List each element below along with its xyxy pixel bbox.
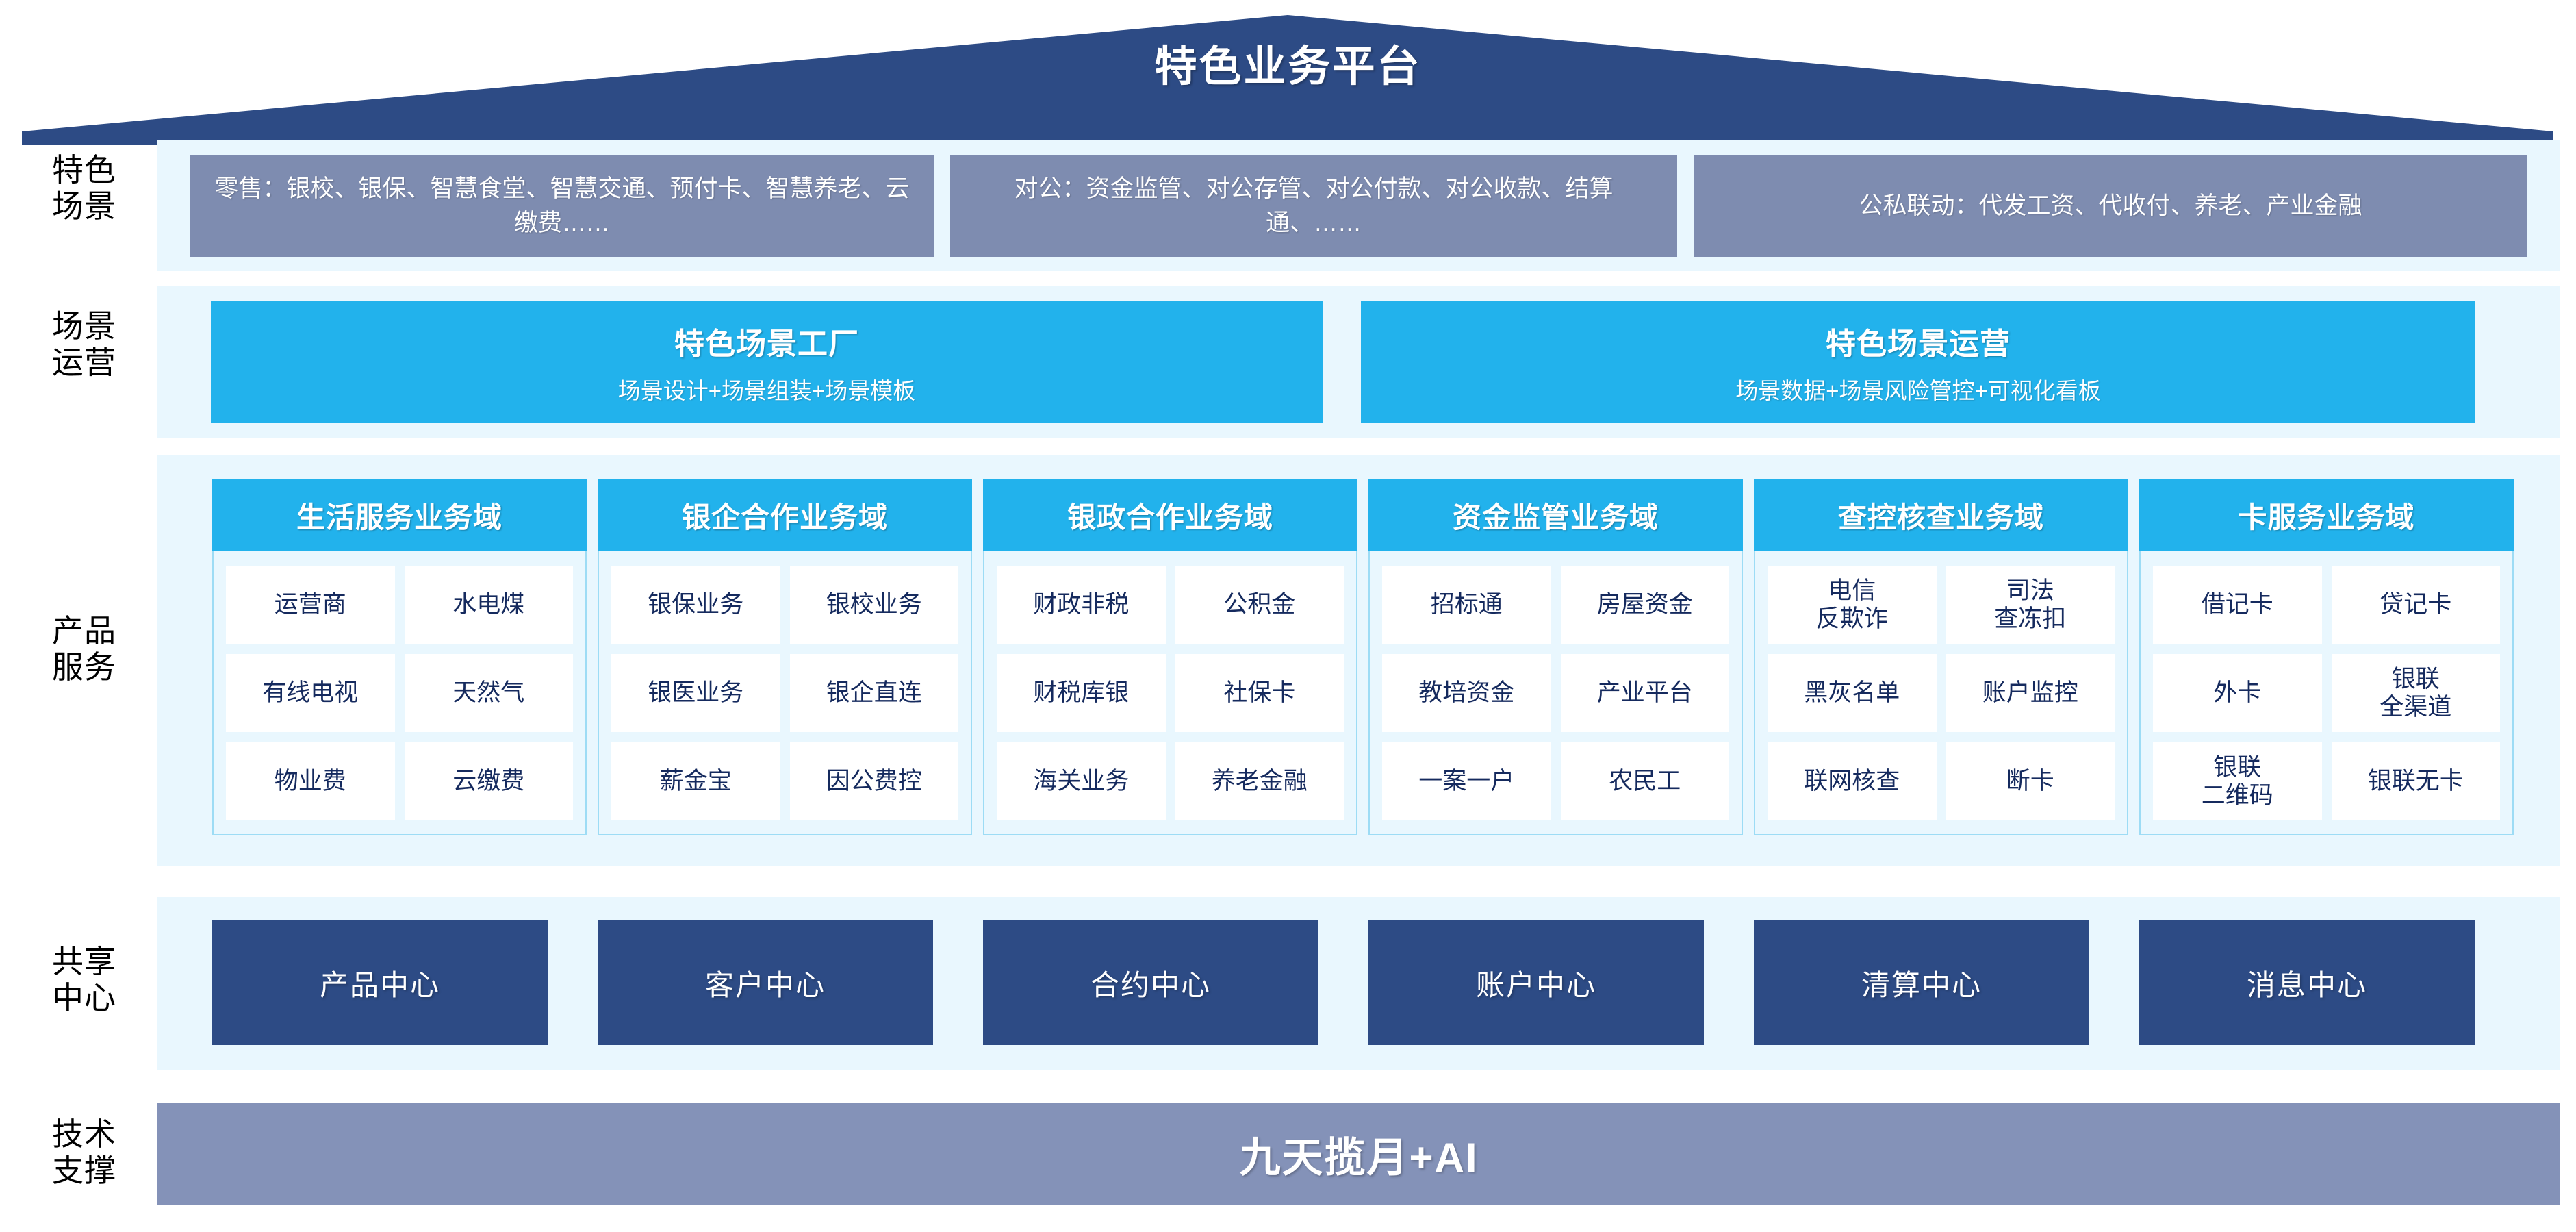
shared-center-contract[interactable]: 合约中心 <box>983 920 1318 1045</box>
operations-box-scene-operation[interactable]: 特色场景运营 场景数据+场景风险管控+可视化看板 <box>1361 301 2475 423</box>
product-cell[interactable]: 养老金融 <box>1175 742 1344 820</box>
domain-row: 银联 二维码 银联无卡 <box>2153 742 2500 820</box>
operations-box-scene-factory[interactable]: 特色场景工厂 场景设计+场景组装+场景模板 <box>211 301 1323 423</box>
product-cell[interactable]: 物业费 <box>226 742 395 820</box>
shared-centers-band: 产品中心 客户中心 合约中心 账户中心 清算中心 消息中心 <box>157 897 2560 1070</box>
domain-title: 生活服务业务域 <box>212 479 587 551</box>
domain-title: 银企合作业务域 <box>598 479 972 551</box>
product-cell[interactable]: 联网核查 <box>1768 742 1937 820</box>
domain-bank-enterprise[interactable]: 银企合作业务域 银保业务 银校业务 银医业务 银企直连 薪金宝 因公费控 <box>598 479 972 835</box>
product-cell[interactable]: 一案一户 <box>1382 742 1551 820</box>
product-cell[interactable]: 财税库银 <box>997 654 1166 732</box>
domain-row: 联网核查 断卡 <box>1768 742 2115 820</box>
scenario-box-corporate[interactable]: 对公：资金监管、对公存管、对公付款、对公收款、结算通、…… <box>950 155 1677 257</box>
domain-row: 招标通 房屋资金 <box>1382 566 1729 644</box>
product-cell[interactable]: 银保业务 <box>611 566 780 644</box>
domain-body: 电信 反欺诈 司法 查冻扣 黑灰名单 账户监控 联网核查 断卡 <box>1754 551 2128 835</box>
domain-row: 银医业务 银企直连 <box>611 654 958 732</box>
domain-body: 财政非税 公积金 财税库银 社保卡 海关业务 养老金融 <box>983 551 1357 835</box>
page-title: 特色业务平台 <box>1154 43 1422 90</box>
domain-row: 外卡 银联 全渠道 <box>2153 654 2500 732</box>
domain-body: 招标通 房屋资金 教培资金 产业平台 一案一户 农民工 <box>1368 551 1743 835</box>
operations-title: 特色场景工厂 <box>674 327 859 361</box>
domain-row: 借记卡 贷记卡 <box>2153 566 2500 644</box>
domain-card-services[interactable]: 卡服务业务域 借记卡 贷记卡 外卡 银联 全渠道 银联 二维码 银联无卡 <box>2139 479 2514 835</box>
domain-row: 一案一户 农民工 <box>1382 742 1729 820</box>
domain-body: 运营商 水电煤 有线电视 天然气 物业费 云缴费 <box>212 551 587 835</box>
product-cell[interactable]: 银医业务 <box>611 654 780 732</box>
product-cell[interactable]: 水电煤 <box>404 566 573 644</box>
domain-row: 黑灰名单 账户监控 <box>1768 654 2115 732</box>
operations-band: 特色场景工厂 场景设计+场景组装+场景模板 特色场景运营 场景数据+场景风险管控… <box>157 286 2560 438</box>
product-cell[interactable]: 教培资金 <box>1382 654 1551 732</box>
domain-row: 运营商 水电煤 <box>226 566 573 644</box>
row-label-tech-support: 技术 支撑 <box>52 1116 116 1189</box>
product-cell[interactable]: 农民工 <box>1560 742 1729 820</box>
product-cell[interactable]: 薪金宝 <box>611 742 780 820</box>
domain-row: 教培资金 产业平台 <box>1382 654 1729 732</box>
domain-row: 薪金宝 因公费控 <box>611 742 958 820</box>
domain-row: 有线电视 天然气 <box>226 654 573 732</box>
row-label-operations: 场景 运营 <box>52 308 116 381</box>
domain-row: 物业费 云缴费 <box>226 742 573 820</box>
row-label-scenarios: 特色 场景 <box>52 152 116 225</box>
product-cell[interactable]: 断卡 <box>1946 742 2115 820</box>
tech-support-bar[interactable]: 九天揽月+AI <box>157 1103 2560 1205</box>
product-cell[interactable]: 运营商 <box>226 566 395 644</box>
domain-title: 资金监管业务域 <box>1368 479 1743 551</box>
domain-title: 卡服务业务域 <box>2139 479 2514 551</box>
domain-body: 借记卡 贷记卡 外卡 银联 全渠道 银联 二维码 银联无卡 <box>2139 551 2514 835</box>
product-cell[interactable]: 借记卡 <box>2153 566 2322 644</box>
product-cell[interactable]: 财政非税 <box>997 566 1166 644</box>
row-label-shared-centers: 共享 中心 <box>52 944 116 1016</box>
product-cell[interactable]: 外卡 <box>2153 654 2322 732</box>
domain-life-services[interactable]: 生活服务业务域 运营商 水电煤 有线电视 天然气 物业费 云缴费 <box>212 479 587 835</box>
product-cell[interactable]: 银企直连 <box>789 654 958 732</box>
product-cell[interactable]: 天然气 <box>404 654 573 732</box>
domain-row: 电信 反欺诈 司法 查冻扣 <box>1768 566 2115 644</box>
domain-investigation-control[interactable]: 查控核查业务域 电信 反欺诈 司法 查冻扣 黑灰名单 账户监控 联网核查 断卡 <box>1754 479 2128 835</box>
product-cell[interactable]: 银联 全渠道 <box>2331 654 2500 732</box>
operations-subtitle: 场景设计+场景组装+场景模板 <box>617 378 916 403</box>
product-cell[interactable]: 房屋资金 <box>1560 566 1729 644</box>
roof-shape-icon <box>22 15 2553 145</box>
domain-fund-supervision[interactable]: 资金监管业务域 招标通 房屋资金 教培资金 产业平台 一案一户 农民工 <box>1368 479 1743 835</box>
shared-center-product[interactable]: 产品中心 <box>212 920 548 1045</box>
shared-center-account[interactable]: 账户中心 <box>1368 920 1704 1045</box>
scenario-box-public-private[interactable]: 公私联动：代发工资、代收付、养老、产业金融 <box>1694 155 2527 257</box>
domain-body: 银保业务 银校业务 银医业务 银企直连 薪金宝 因公费控 <box>598 551 972 835</box>
operations-title: 特色场景运营 <box>1826 327 2011 361</box>
product-cell[interactable]: 公积金 <box>1175 566 1344 644</box>
domain-row: 银保业务 银校业务 <box>611 566 958 644</box>
platform-roof: 特色业务平台 <box>0 0 2576 147</box>
product-cell[interactable]: 因公费控 <box>789 742 958 820</box>
product-cell[interactable]: 云缴费 <box>404 742 573 820</box>
domain-title: 银政合作业务域 <box>983 479 1357 551</box>
product-cell[interactable]: 社保卡 <box>1175 654 1344 732</box>
domain-title: 查控核查业务域 <box>1754 479 2128 551</box>
product-cell[interactable]: 电信 反欺诈 <box>1768 566 1937 644</box>
row-label-products: 产品 服务 <box>52 613 116 686</box>
scenario-box-retail[interactable]: 零售：银校、银保、智慧食堂、智慧交通、预付卡、智慧养老、云缴费…… <box>190 155 934 257</box>
product-cell[interactable]: 银联 二维码 <box>2153 742 2322 820</box>
product-cell[interactable]: 司法 查冻扣 <box>1946 566 2115 644</box>
operations-subtitle: 场景数据+场景风险管控+可视化看板 <box>1735 378 2101 403</box>
product-cell[interactable]: 黑灰名单 <box>1768 654 1937 732</box>
scenarios-band: 零售：银校、银保、智慧食堂、智慧交通、预付卡、智慧养老、云缴费…… 对公：资金监… <box>157 140 2560 271</box>
domain-bank-government[interactable]: 银政合作业务域 财政非税 公积金 财税库银 社保卡 海关业务 养老金融 <box>983 479 1357 835</box>
shared-center-clearing[interactable]: 清算中心 <box>1754 920 2089 1045</box>
domain-row: 财税库银 社保卡 <box>997 654 1344 732</box>
product-cell[interactable]: 银联无卡 <box>2331 742 2500 820</box>
product-cell[interactable]: 招标通 <box>1382 566 1551 644</box>
domain-row: 海关业务 养老金融 <box>997 742 1344 820</box>
domain-row: 财政非税 公积金 <box>997 566 1344 644</box>
product-cell[interactable]: 海关业务 <box>997 742 1166 820</box>
product-cell[interactable]: 有线电视 <box>226 654 395 732</box>
product-cell[interactable]: 贷记卡 <box>2331 566 2500 644</box>
product-cell[interactable]: 账户监控 <box>1946 654 2115 732</box>
shared-center-message[interactable]: 消息中心 <box>2139 920 2475 1045</box>
product-cell[interactable]: 产业平台 <box>1560 654 1729 732</box>
product-cell[interactable]: 银校业务 <box>789 566 958 644</box>
shared-center-customer[interactable]: 客户中心 <box>598 920 933 1045</box>
